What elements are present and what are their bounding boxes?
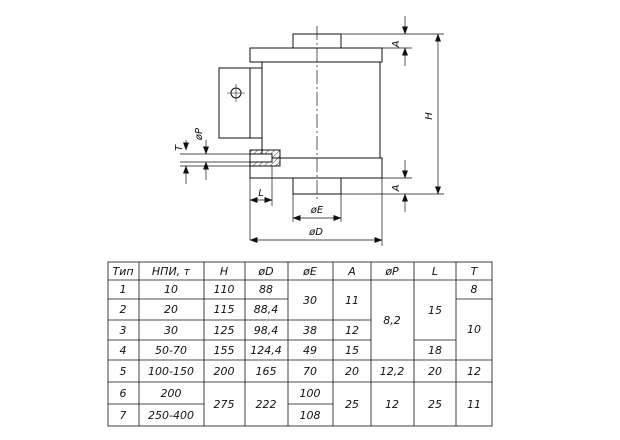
- table-cell: 15: [345, 344, 359, 357]
- merged-cell-l-rows-6-7: 25: [428, 398, 442, 411]
- dimensions: [180, 16, 444, 246]
- header-type: Тип: [112, 265, 133, 278]
- table-row: 7 250-400 108: [120, 409, 321, 422]
- header-npi: НПИ, т: [152, 265, 191, 278]
- dim-label-a-bottom: A: [391, 184, 402, 192]
- table-cell: 250-400: [148, 409, 194, 422]
- merged-cell-a-rows-1-2: 11: [345, 294, 359, 307]
- table-cell: 38: [303, 324, 317, 337]
- table-row: 5 100-150 200 165 70 20 12,2 20 12: [120, 365, 482, 378]
- dim-label-a-top: A: [391, 40, 402, 48]
- table-cell: 200: [161, 387, 182, 400]
- table-header: Тип НПИ, т H øD øE A øP L T: [112, 265, 478, 278]
- table-cell: 30: [164, 324, 178, 337]
- merged-cell-p-rows-1-4: 8,2: [383, 314, 401, 327]
- table-cell: 125: [214, 324, 235, 337]
- table-row: 6 200 100: [120, 387, 321, 400]
- table-cell: 115: [214, 303, 235, 316]
- table-cell: 6: [120, 387, 127, 400]
- table-cell: 2: [120, 303, 127, 316]
- dim-label-t: T: [174, 144, 185, 151]
- table-cell: 155: [214, 344, 235, 357]
- header-h: H: [220, 265, 228, 278]
- table-cell: 98,4: [254, 324, 279, 337]
- merged-cell-t-rows-2-4: 10: [467, 323, 481, 336]
- table-cell: 100: [300, 387, 321, 400]
- table-cell: 20: [345, 365, 359, 378]
- table-cell: 49: [303, 344, 317, 357]
- table-cell: 110: [214, 283, 235, 296]
- header-a: A: [347, 265, 356, 278]
- table-cell: 5: [120, 365, 127, 378]
- header-p: øP: [384, 265, 399, 278]
- header-t: T: [471, 265, 479, 278]
- table-cell: 18: [428, 344, 442, 357]
- table-cell: 3: [120, 324, 127, 337]
- connector-housing: [218, 67, 263, 139]
- merged-cell-d-rows-6-7: 222: [256, 398, 277, 411]
- dim-label-d: øD: [308, 227, 323, 238]
- table-row: 4 50-70 155 124,4 49 15 18: [120, 344, 443, 357]
- table-cell: 4: [120, 344, 127, 357]
- table-cell: 10: [164, 283, 178, 296]
- table-cell: 88: [259, 283, 273, 296]
- table-cell: 20: [428, 365, 442, 378]
- table-cell: 88,4: [254, 303, 279, 316]
- table-cell: 20: [164, 303, 178, 316]
- spec-table: [107, 261, 493, 427]
- table-cell: 12: [345, 324, 359, 337]
- table-cell: 50-70: [155, 344, 187, 357]
- header-l: L: [432, 265, 438, 278]
- table-cell: 12,2: [380, 365, 405, 378]
- table-row: 3 30 125 98,4 38 12: [120, 324, 360, 337]
- merged-cell-t-rows-6-7: 11: [467, 398, 481, 411]
- merged-cell-l-rows-1-3: 15: [428, 304, 442, 317]
- table-cell: 124,4: [250, 344, 282, 357]
- table-cell: 1: [120, 283, 127, 296]
- merged-cell-t-row-1: 8: [471, 283, 478, 296]
- mounting-hole: [249, 153, 273, 163]
- table-row: 2 20 115 88,4: [120, 303, 279, 316]
- table-cell: 7: [120, 409, 127, 422]
- dim-label-l: L: [258, 188, 264, 199]
- dim-label-h: H: [424, 112, 435, 120]
- table-cell: 100-150: [148, 365, 194, 378]
- merged-cell-h-rows-6-7: 275: [214, 398, 235, 411]
- dim-label-p: øP: [194, 127, 205, 141]
- merged-cells: 30 11 8,2 15 8 10 275 222 25 12 25 11: [214, 283, 482, 411]
- dim-label-e: øE: [310, 205, 324, 216]
- table-cell: 108: [300, 409, 321, 422]
- table-row: 1 10 110 88: [120, 283, 274, 296]
- table-cell: 200: [214, 365, 235, 378]
- header-e: øE: [302, 265, 317, 278]
- table-cell: 70: [303, 365, 317, 378]
- header-d: øD: [257, 265, 273, 278]
- table-cell: 12: [467, 365, 481, 378]
- sensor-drawing: [218, 33, 383, 195]
- table-cell: 165: [256, 365, 277, 378]
- merged-cell-e-rows-1-2: 30: [303, 294, 317, 307]
- top-flange: [249, 47, 383, 63]
- merged-cell-a-rows-6-7: 25: [345, 398, 359, 411]
- main-body: [261, 61, 381, 159]
- merged-cell-p-rows-6-7: 12: [385, 398, 399, 411]
